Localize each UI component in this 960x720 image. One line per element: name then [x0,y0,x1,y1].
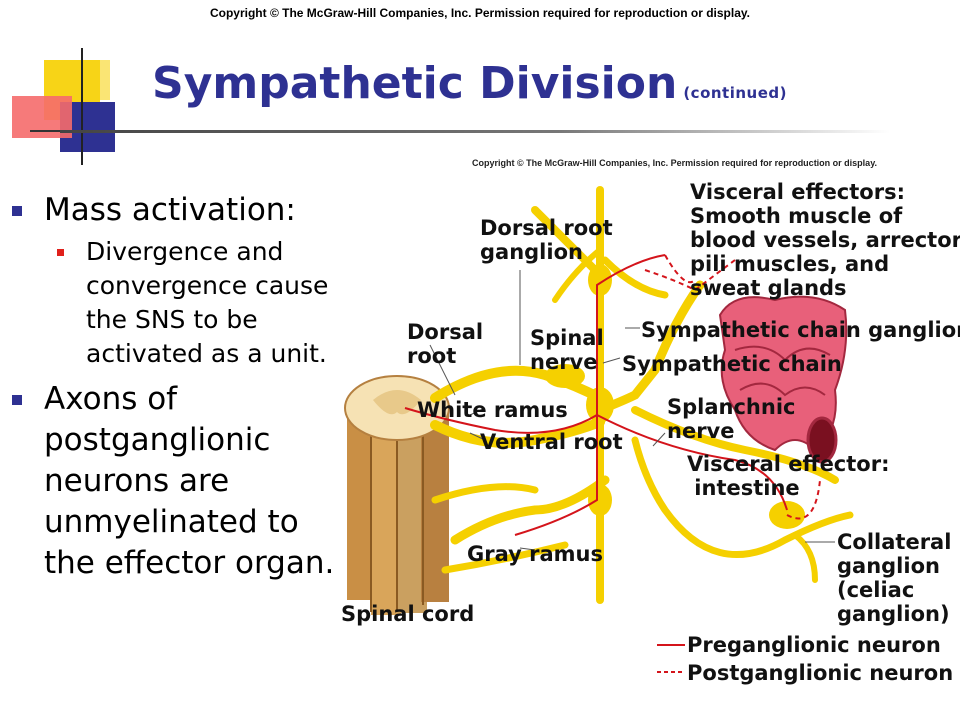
label-ventral-root: Ventral root [480,430,623,454]
legend-preganglionic: Preganglionic neuron [687,633,941,657]
subbullet-text: Divergence and convergence cause the SNS… [86,237,329,368]
label-spinal-cord: Spinal cord [341,602,475,626]
bullet-square-icon [12,206,22,216]
bullet-mass-activation: Mass activation: [12,190,342,231]
subbullet-square-icon [57,249,64,256]
neuron-paths [404,254,821,536]
label-splanchnic-nerve: Splanchnic nerve [667,395,796,443]
subbullet-divergence: Divergence and convergence cause the SNS… [57,235,342,371]
diagram-illustration [344,186,854,673]
leader-lines [429,270,835,551]
title-underline [60,130,890,133]
sympathetic-diagram: Copyright © The McGraw-Hill Companies, I… [335,150,960,690]
bullet-text: Mass activation: [44,192,296,228]
title-main: Sympathetic Division [152,58,678,109]
label-white-ramus: White ramus [417,398,568,422]
bullet-axons: Axons of postganglionic neurons are unmy… [12,379,342,584]
legend-postganglionic: Postganglionic neuron [687,661,954,685]
decorative-squares [12,48,140,165]
bullet-text: Axons of postganglionic neurons are unmy… [44,381,335,581]
figure-copyright: Copyright © The McGraw-Hill Companies, I… [472,158,878,168]
intestine-drawing [718,295,848,464]
slide-title: Sympathetic Division (continued) [152,58,787,109]
label-gray-ramus: Gray ramus [467,542,603,566]
label-visceral-effector-intestine: Visceral effector: intestine [687,452,890,500]
label-dorsal-root: Dorsal root [407,320,484,368]
label-sympathetic-chain: Sympathetic chain [622,352,842,376]
slide-copyright: Copyright © The McGraw-Hill Companies, I… [209,6,751,20]
label-dorsal-root-ganglion: Dorsal root ganglion [480,216,613,264]
bullet-square-icon [12,395,22,405]
label-sympathetic-chain-ganglion: Sympathetic chain ganglion [641,318,960,342]
label-visceral-effectors: Visceral effectors: Smooth muscle of blo… [690,180,960,300]
title-sub: (continued) [683,84,787,102]
bullet-list: Mass activation: Divergence and converge… [12,190,342,584]
label-spinal-nerve: Spinal nerve [530,326,604,374]
label-collateral-ganglion: Collateral ganglion (celiac ganglion) [837,530,952,626]
